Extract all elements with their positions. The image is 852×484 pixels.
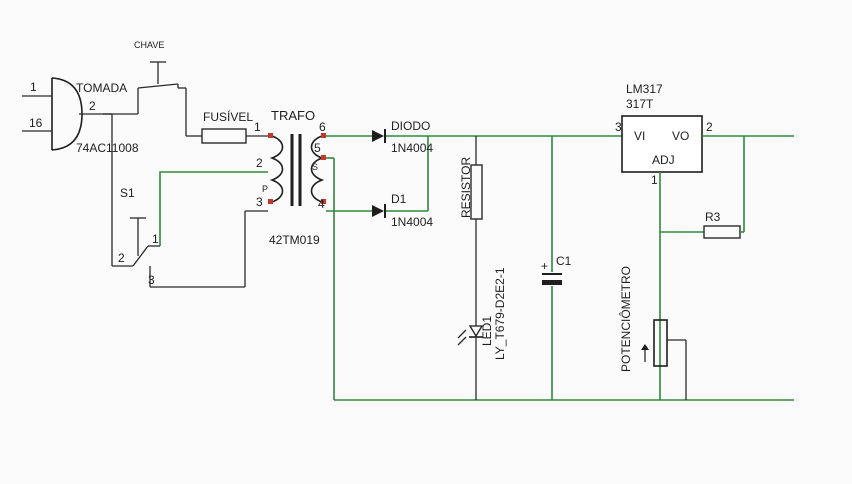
led1 [457,325,484,400]
diodo [372,129,386,143]
lm317-vo-label: VO [672,129,689,143]
trafo-pin3-label: 3 [256,195,263,209]
tomada-label: TOMADA [76,81,127,95]
tomada-pin16-label: 16 [29,116,43,130]
lm317-pin1-label: 1 [651,173,658,187]
s1-label: S1 [120,186,135,200]
fusivel-label: FUSÍVEL [203,109,253,124]
trafo-label: TRAFO [271,108,315,123]
s1-pin2-label: 2 [118,251,125,265]
chave-label: CHAVE [134,40,164,50]
lm317-label: LM317 [626,82,663,96]
r3-resistor [660,225,744,239]
trafo-s-label: S [312,162,318,172]
d1-label: D1 [391,192,407,206]
diodo-label: DIODO [391,119,430,133]
trafo-pin4-label: 4 [318,197,325,211]
lm317-adj-label: ADJ [652,153,675,167]
lm317-vi-label: VI [634,129,645,143]
led-part-label: LY_T679-D2E2-1 [493,267,507,360]
trafo-pin2-label: 2 [256,156,263,170]
d1-part-label: 1N4004 [391,215,433,229]
tomada-pin2-label: 2 [89,99,96,113]
c1-capacitor [542,136,562,400]
led-label: LED1 [480,316,494,346]
lm317-pin2-label: 2 [706,120,713,134]
r3-label: R3 [705,210,721,224]
trafo-transformer [268,133,326,206]
chave-switch [103,61,187,136]
d1-diode [372,204,386,218]
resistor-label: RESISTOR [459,157,473,218]
lm317-regulator [621,115,794,400]
diodo-part-label: 1N4004 [391,141,433,155]
c1-label: C1 [556,254,572,268]
secondary-wiring [326,135,794,401]
resistor [470,136,483,326]
tomada-part-label: 74AC11008 [76,141,139,155]
s1-pin1-label: 1 [152,232,159,246]
tomada-plug [22,77,103,151]
lm317-part-label: 317T [626,97,654,111]
trafo-part-label: 42TM019 [269,233,320,247]
potenciometro [641,319,687,400]
s1-pin3-label: 3 [148,273,155,287]
trafo-pin6-label: 6 [319,120,326,134]
fusivel-fuse [186,128,268,144]
trafo-p-label: P [262,184,268,194]
lm317-pin3-label: 3 [615,120,622,134]
s1-switch [103,113,268,288]
tomada-pin1-label: 1 [30,80,37,94]
wire-s1-trafo [159,171,268,246]
trafo-pin5-label: 5 [314,141,321,155]
potenciometro-label: POTENCIÔMETRO [618,266,633,372]
fusivel-pin-label: 1 [254,120,261,134]
c1-plus-label: + [541,259,548,273]
